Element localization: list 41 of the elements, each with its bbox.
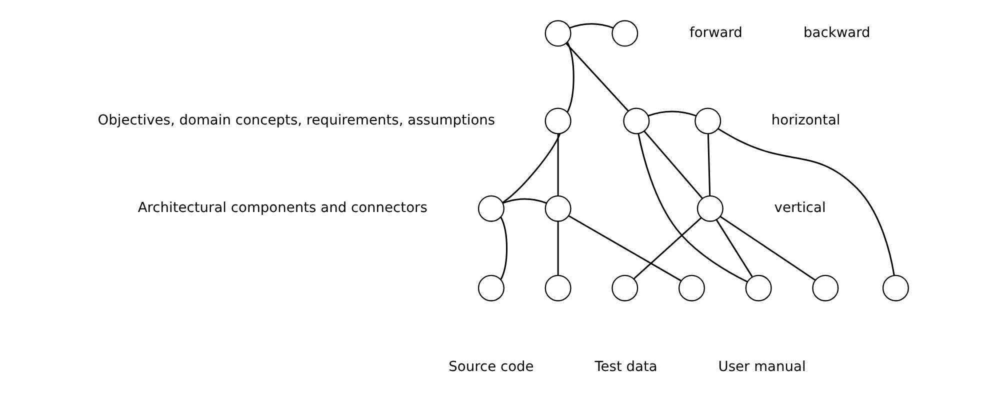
node-circle	[696, 195, 724, 222]
connector	[557, 221, 559, 276]
label: horizontal	[771, 112, 840, 129]
label: forward	[689, 24, 742, 41]
label: vertical	[774, 200, 826, 216]
label: Source code	[448, 359, 534, 376]
node-circle	[812, 274, 839, 302]
node-circle	[694, 108, 722, 134]
label: backward	[804, 24, 870, 41]
connector	[716, 219, 753, 277]
connector	[720, 216, 816, 281]
connector	[569, 23, 614, 29]
node-circle	[544, 195, 572, 222]
connector	[638, 133, 748, 282]
connector	[500, 216, 508, 280]
node-circle	[478, 274, 504, 302]
node-circle	[544, 274, 572, 302]
connector	[502, 133, 561, 204]
connector	[566, 42, 629, 112]
node-circle	[544, 20, 572, 47]
node-circle	[623, 108, 650, 134]
node-circle	[745, 274, 772, 302]
node-circle	[612, 274, 638, 302]
label: Architectural components and connectors	[138, 200, 428, 216]
connector	[718, 128, 895, 276]
connector	[633, 217, 702, 280]
connector	[502, 198, 547, 204]
node-circle	[478, 195, 504, 222]
connector	[557, 134, 559, 196]
connector	[707, 134, 711, 196]
connector	[568, 215, 682, 282]
label: Objectives, domain concepts, requirements, assumptions	[98, 112, 496, 129]
connector	[644, 130, 703, 199]
connector	[566, 42, 574, 112]
node-circle	[678, 274, 705, 302]
node-circle	[612, 20, 638, 47]
node-circle	[544, 108, 572, 134]
node-circle	[882, 274, 909, 302]
connector	[648, 110, 696, 116]
label: Test data	[594, 359, 658, 376]
label: User manual	[718, 359, 806, 376]
